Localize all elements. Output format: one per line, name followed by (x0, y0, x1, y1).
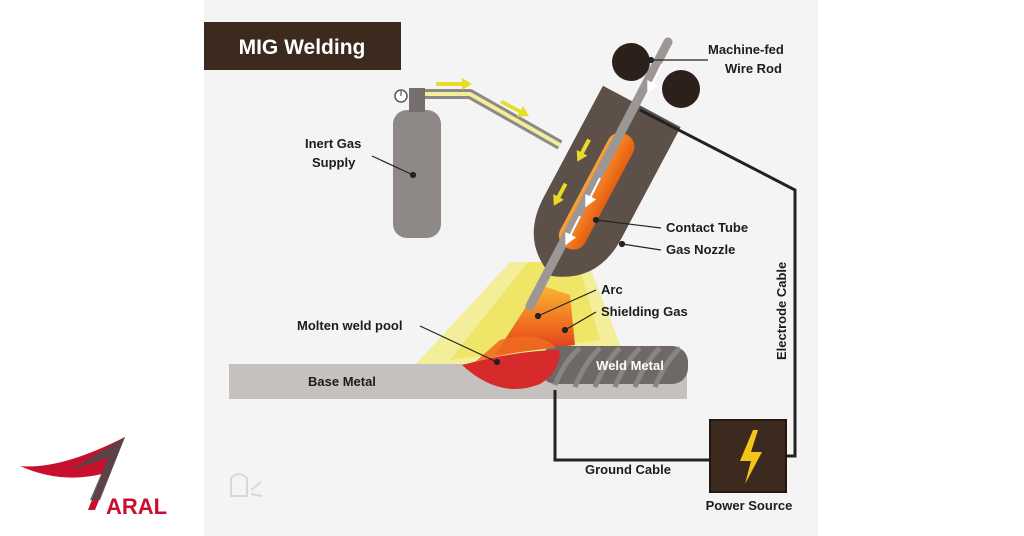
molten-pool-label: Molten weld pool (297, 318, 402, 333)
brand-logo: ARAL (20, 437, 167, 519)
contact-tube-label: Contact Tube (666, 220, 748, 235)
brand-name: ARAL (106, 494, 167, 519)
power-source: Power Source (706, 419, 793, 513)
watermark-icon (230, 473, 263, 497)
weld-metal-label: Weld Metal (596, 358, 664, 373)
molten-pool (462, 350, 560, 390)
arc-label: Arc (601, 282, 623, 297)
shielding-gas-label: Shielding Gas (601, 304, 688, 319)
electrode-cable (639, 108, 797, 458)
title-banner: MIG Welding (204, 22, 401, 70)
wire-label-line2: Wire Rod (725, 61, 782, 76)
electrode-cable-label: Electrode Cable (774, 262, 789, 360)
ground-cable (553, 390, 710, 462)
base-metal-label: Base Metal (308, 374, 376, 389)
ground-cable-label: Ground Cable (585, 462, 671, 477)
gas-supply-label-line2: Supply (312, 155, 356, 170)
wire-rod (525, 37, 673, 311)
feed-roller-top (612, 43, 650, 81)
gas-nozzle-label: Gas Nozzle (666, 242, 735, 257)
power-source-label: Power Source (706, 498, 793, 513)
wire-label: Machine-fed (708, 42, 784, 57)
gas-flow-arrows (436, 78, 529, 117)
lightning-icon (740, 430, 762, 484)
gas-supply-label: Inert Gas (305, 136, 361, 151)
weld-metal: Weld Metal (540, 346, 688, 388)
feed-roller-bottom (662, 70, 700, 108)
page-title: MIG Welding (239, 36, 366, 59)
gas-cylinder (393, 88, 441, 238)
